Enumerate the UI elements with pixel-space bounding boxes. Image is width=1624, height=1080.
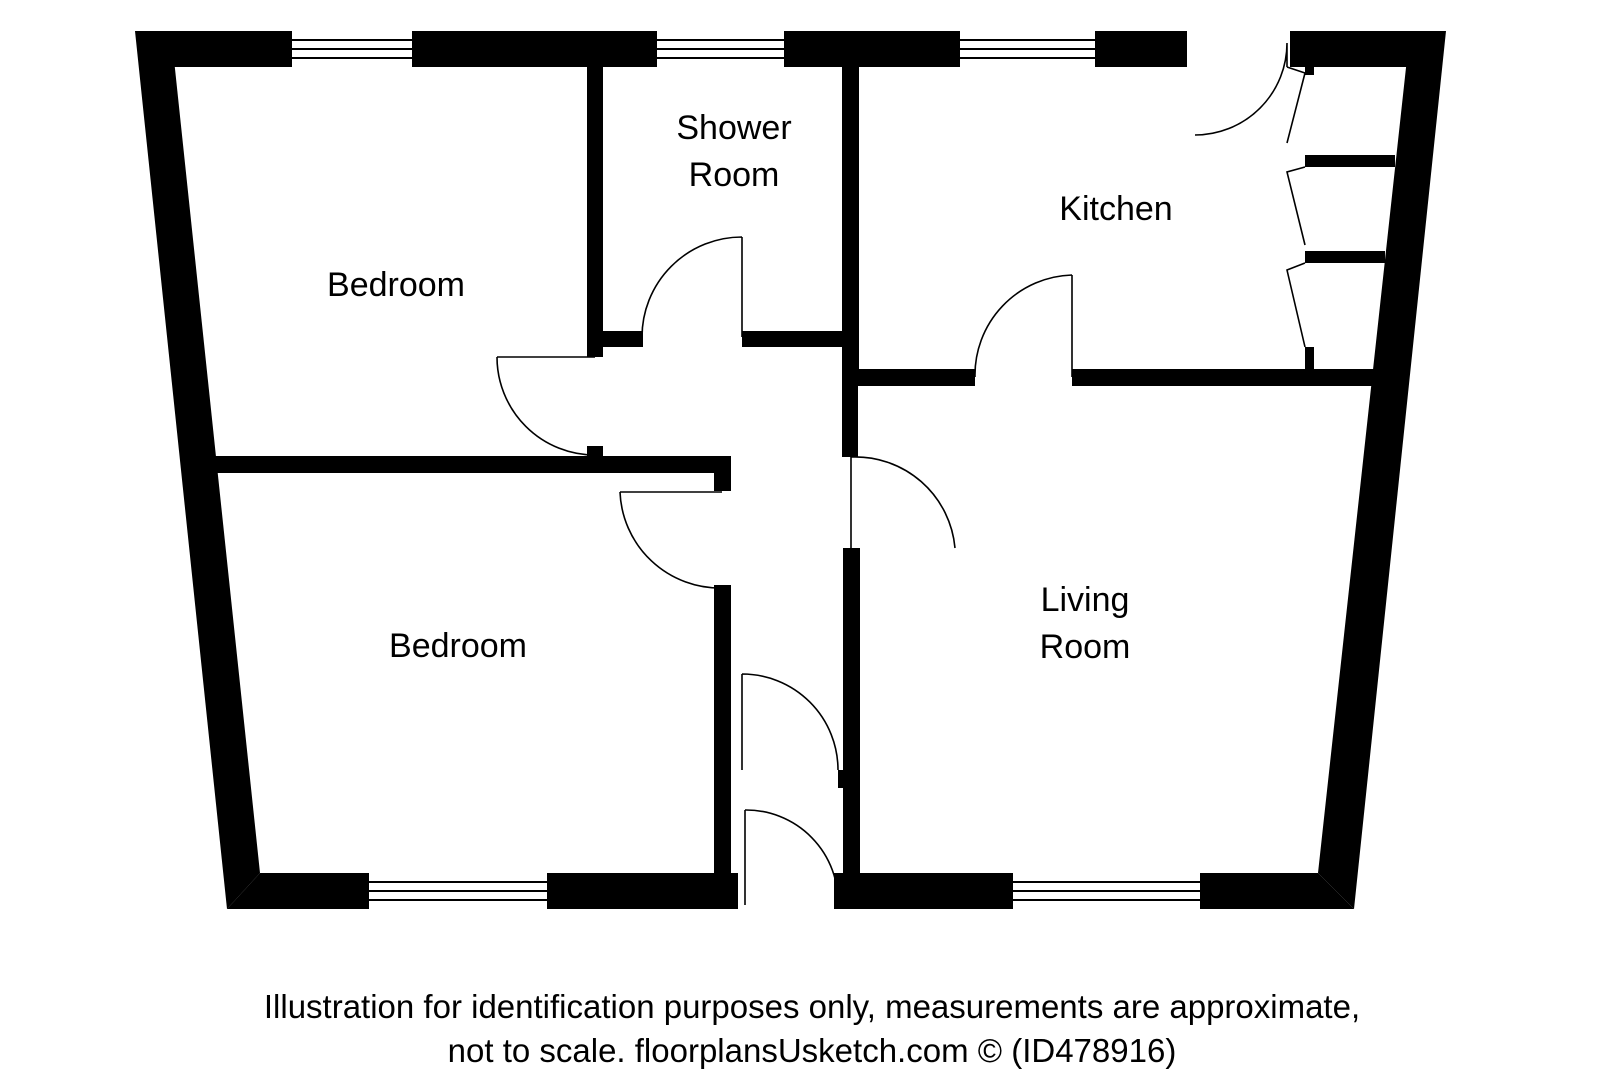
door-store-top: [1194, 42, 1306, 144]
window: [657, 31, 784, 67]
room-label-shower-line1: Shower: [676, 109, 791, 147]
wall-kitchen-living-left: [858, 369, 975, 386]
wall-store-bottom: [1305, 347, 1314, 369]
door-living-room: [850, 456, 956, 549]
wall-bedroom-shower: [587, 67, 603, 357]
wall-bedrooms-divider: [212, 456, 730, 473]
doors: [496, 42, 1306, 906]
wall-kitchen-living-right: [1072, 369, 1380, 386]
windows: [292, 31, 1200, 909]
room-label-bedroom-lower: Bedroom: [389, 627, 527, 665]
door-kitchen: [974, 274, 1073, 378]
window: [960, 31, 1095, 67]
wall-shower-kitchen: [842, 67, 859, 372]
wall-shower-bottom-right: [742, 331, 842, 347]
wall-store-left: [1305, 67, 1314, 75]
wall-living-hall: [843, 548, 860, 908]
right-outer-wall: [1318, 31, 1446, 909]
window: [1013, 873, 1200, 909]
door-bedroom-upper: [496, 356, 596, 456]
wall-bedroom-lower-hall: [714, 585, 731, 905]
wall-shower-bottom-left: [603, 331, 643, 347]
room-label-living-line2: Room: [1040, 628, 1131, 666]
room-label-kitchen: Kitchen: [1059, 190, 1172, 228]
door-bedroom-lower: [619, 491, 723, 589]
disclaimer-line-1: Illustration for identification purposes…: [263, 988, 1361, 1025]
window: [369, 873, 547, 909]
disclaimer-line-2: not to scale. floorplansUsketch.com © (I…: [447, 1032, 1177, 1069]
door-hall-inner: [741, 673, 839, 771]
wall-store-divider-2: [1305, 251, 1385, 263]
door-front-entrance: [744, 809, 839, 906]
wall-hall-door-stub: [838, 770, 860, 788]
top-outer-wall-right: [1290, 31, 1446, 67]
room-label-bedroom-upper: Bedroom: [327, 266, 465, 304]
left-outer-wall: [135, 31, 260, 909]
window: [292, 31, 412, 67]
disclaimer-caption: Illustration for identification purposes…: [0, 985, 1624, 1073]
room-label-living-line1: Living: [1041, 581, 1130, 619]
interior-walls: [212, 67, 1395, 908]
wall-bedroom-lower-stub: [714, 456, 731, 491]
door-store-middle: [1286, 166, 1306, 246]
door-store-bottom: [1286, 262, 1306, 348]
wall-store-divider-1: [1305, 155, 1395, 167]
room-label-shower-line2: Room: [689, 156, 780, 194]
door-shower-room: [641, 236, 743, 338]
wall-hall-upper: [842, 347, 858, 457]
